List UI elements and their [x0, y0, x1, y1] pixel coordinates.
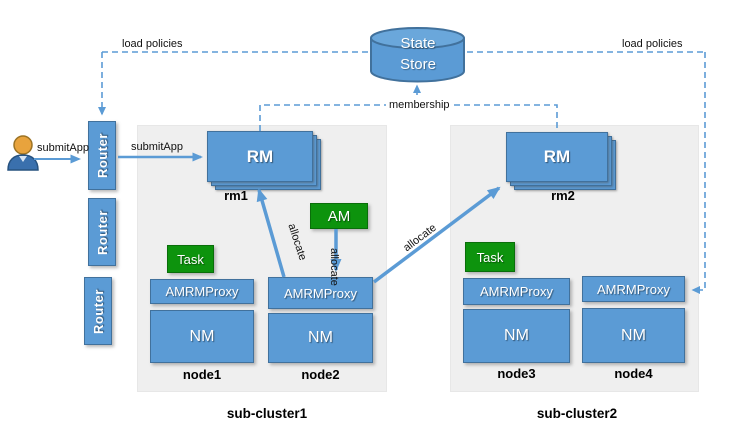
rm1-caption: rm1 — [224, 188, 248, 203]
node3-nm-box: NM — [463, 309, 570, 363]
router-box-3: Router — [84, 277, 112, 345]
user-icon — [6, 135, 40, 176]
router-box-1: Router — [88, 121, 116, 190]
node2-caption: node2 — [301, 367, 340, 382]
node1-task-box: Task — [167, 245, 214, 273]
am-box: AM — [310, 203, 368, 229]
submitapp-user-label: submitApp — [37, 142, 89, 154]
router-label-2: Router — [94, 209, 110, 255]
membership-label: membership — [386, 99, 453, 111]
sub-cluster2-caption: sub-cluster2 — [536, 406, 618, 421]
node2-amrmproxy-box: AMRMProxy — [268, 277, 373, 309]
rm1-stack: RM — [207, 131, 321, 190]
node4-amrmproxy-box: AMRMProxy — [582, 276, 685, 302]
rm2-stack: RM — [506, 132, 616, 190]
rm2-caption: rm2 — [551, 188, 575, 203]
allocate-right-label: allocate — [401, 221, 439, 255]
router-label-3: Router — [90, 288, 106, 334]
submitapp-router-label: submitApp — [131, 141, 183, 153]
rm2-box: RM — [506, 132, 608, 182]
load-policies-right-label: load policies — [622, 38, 683, 50]
node1-amrmproxy-box: AMRMProxy — [150, 279, 254, 304]
node2-nm-box: NM — [268, 313, 373, 363]
load-policies-left-label: load policies — [122, 38, 183, 50]
node4-caption: node4 — [614, 366, 653, 381]
rm1-box: RM — [207, 131, 313, 182]
node3-task-box: Task — [465, 242, 515, 272]
node3-amrmproxy-box: AMRMProxy — [463, 278, 570, 305]
state-store-label: State Store — [400, 35, 436, 73]
node1-nm-box: NM — [150, 310, 254, 363]
allocate-mid-label: allocate — [328, 248, 340, 286]
node4-nm-box: NM — [582, 308, 685, 363]
node3-caption: node3 — [497, 366, 536, 381]
router-box-2: Router — [88, 198, 116, 266]
router-label-1: Router — [94, 133, 110, 178]
state-store-cylinder — [369, 26, 466, 84]
node1-caption: node1 — [182, 367, 222, 382]
sub-cluster1-caption: sub-cluster1 — [226, 406, 308, 421]
